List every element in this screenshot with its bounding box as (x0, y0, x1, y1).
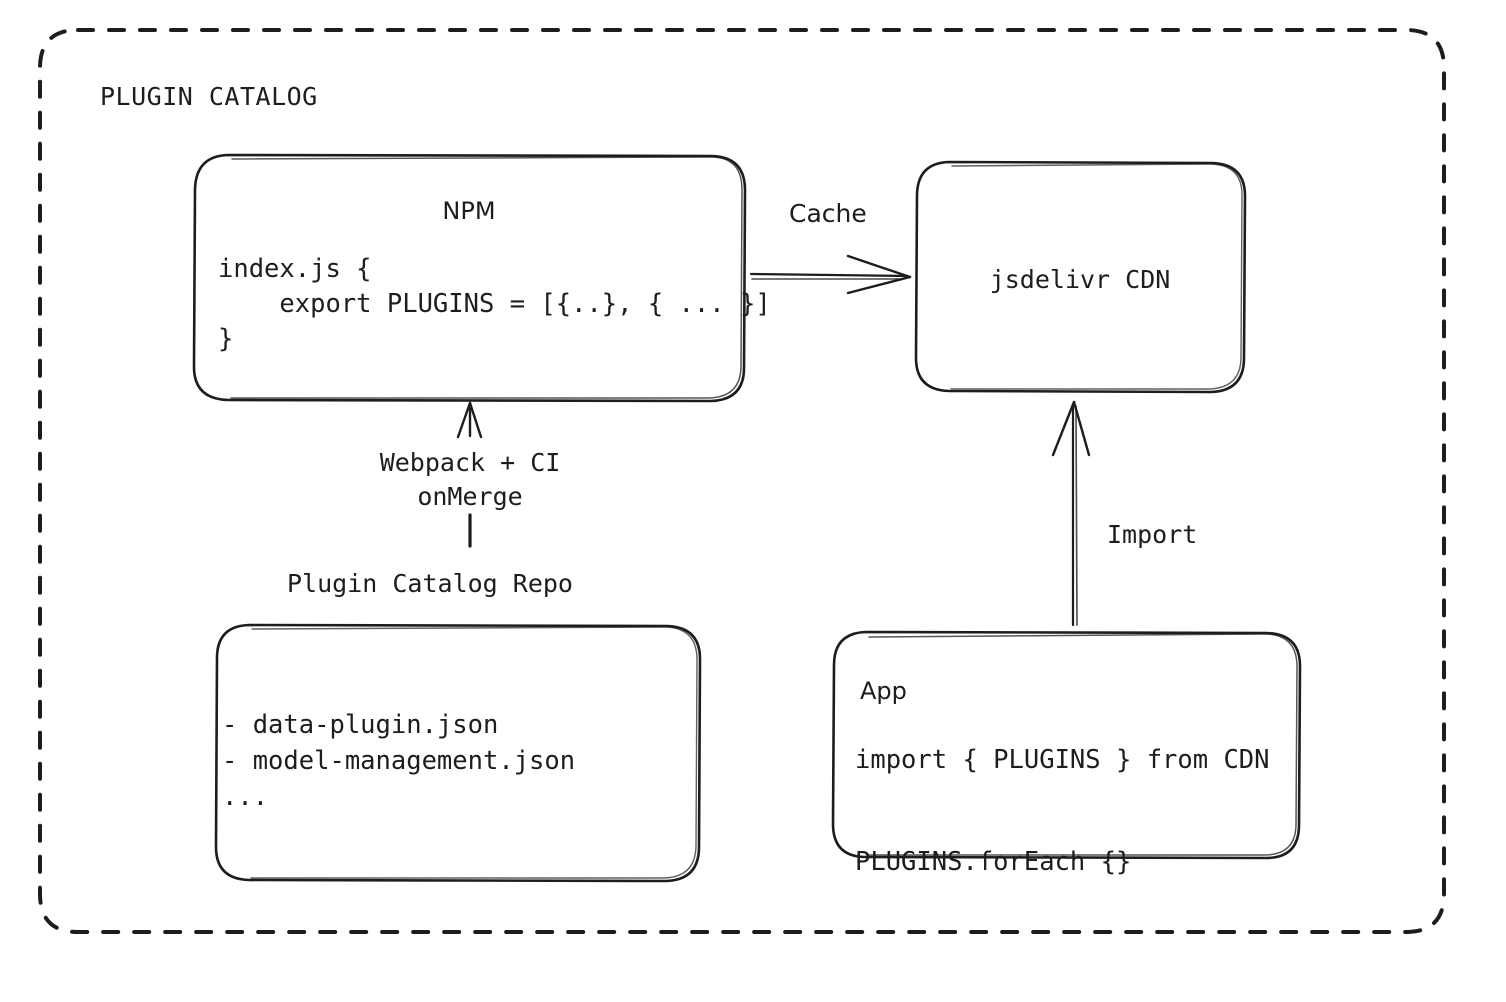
repo-node-label: Plugin Catalog Repo (287, 569, 573, 598)
cdn-box-border (914, 160, 1247, 394)
app-box-border-sketch (867, 633, 1298, 856)
cdn-box-border-sketch (950, 163, 1243, 390)
repo-box-border (214, 623, 702, 883)
app-node-title: App (860, 677, 907, 705)
arrow-npm-to-cdn (749, 254, 912, 295)
arrow-app-to-cdn (1051, 400, 1091, 627)
npm-box-border (192, 153, 747, 403)
repo-box-border-sketch (250, 626, 698, 879)
npm-node-title: NPM (442, 197, 496, 225)
edge-label-webpack-ci-onmerge: Webpack + CI onMerge (379, 448, 561, 511)
edge-label-import: Import (1107, 520, 1198, 549)
app-node-code: import { PLUGINS } from CDN PLUGINS.forE… (855, 745, 1270, 877)
plugin-catalog-title: PLUGIN CATALOG (100, 82, 318, 111)
repo-node-list: - data-plugin.json - model-management.js… (222, 710, 576, 813)
arrow-repo-to-npm (456, 401, 483, 548)
cdn-node-title: jsdelivr CDN (989, 265, 1171, 294)
npm-node-code: index.js { export PLUGINS = [{..}, { ...… (218, 254, 771, 355)
plugin-catalog-container-border (38, 28, 1446, 934)
edge-label-cache: Cache (789, 199, 867, 228)
app-box-border (831, 630, 1302, 860)
npm-box-border-sketch (230, 156, 743, 399)
